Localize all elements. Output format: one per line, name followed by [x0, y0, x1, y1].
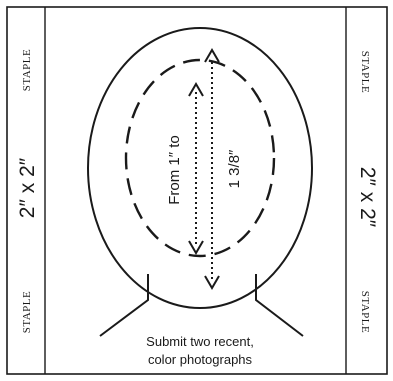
- shoulders-outline: [100, 274, 303, 336]
- size-label-left: 2″ x 2″: [16, 157, 39, 218]
- min-height-arrow: [189, 84, 203, 253]
- range-to-label: 1 3/8″: [226, 149, 243, 188]
- staple-label-bottom-right: STAPLE: [359, 291, 371, 333]
- staple-label-top-right: STAPLE: [359, 51, 371, 93]
- size-label-right: 2″ x 2″: [356, 167, 379, 228]
- staple-label-top-left: STAPLE: [21, 49, 33, 91]
- range-from-label: From 1″ to: [166, 135, 183, 205]
- caption-line-1: Submit two recent,: [146, 334, 254, 349]
- head-outline: [88, 28, 312, 308]
- photo-frame: [7, 7, 387, 374]
- staple-label-bottom-left: STAPLE: [21, 291, 33, 333]
- caption-line-2: color photographs: [148, 352, 253, 367]
